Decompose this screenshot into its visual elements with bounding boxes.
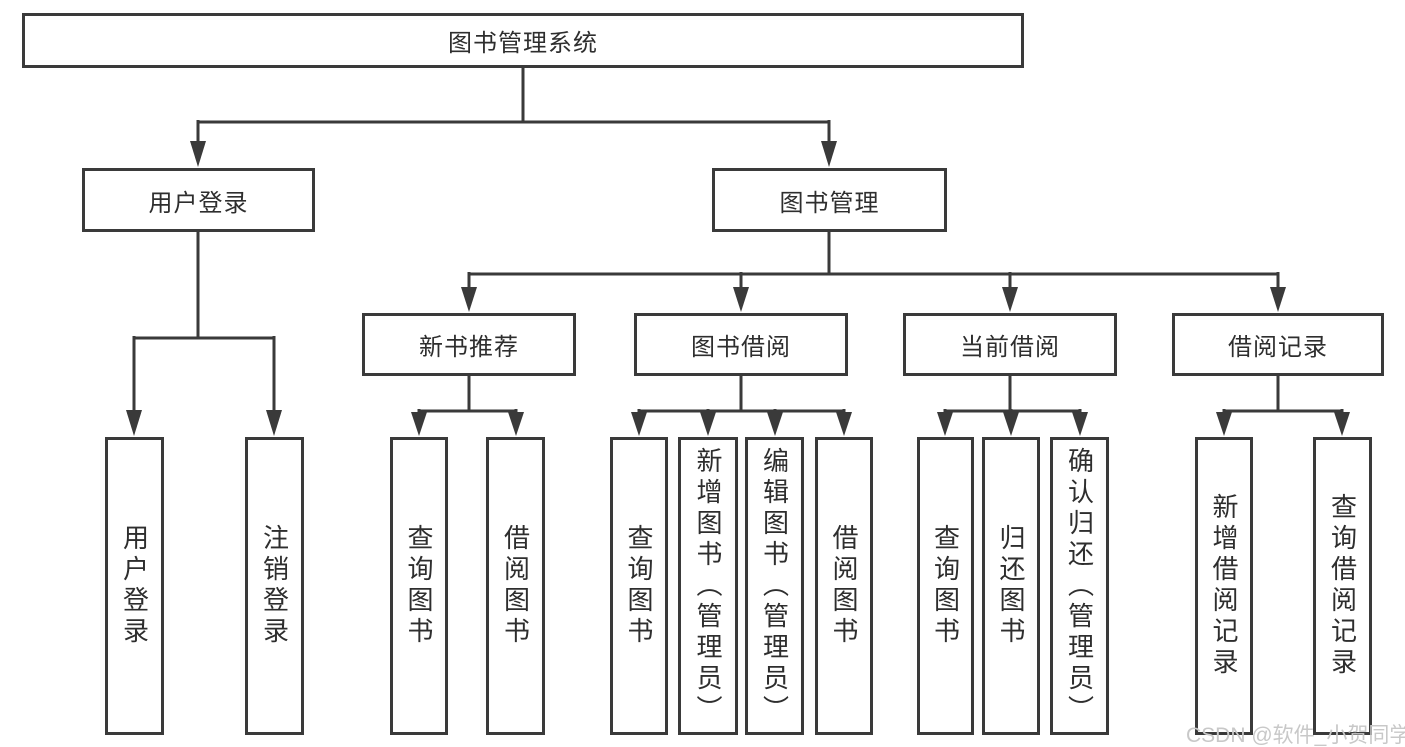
leaf-query-borrow-record: 查询借阅记录 (1313, 437, 1372, 735)
leaf-add-borrow-record: 新增借阅记录 (1195, 437, 1253, 735)
leaf-confirm-return-admin: 确认归还（管理员） (1050, 437, 1109, 735)
node-current-borrow: 当前借阅 (903, 313, 1117, 376)
leaf-edit-book-admin: 编辑图书（管理员） (745, 437, 804, 735)
node-library-management-system: 图书管理系统 (22, 13, 1024, 68)
leaf-borrow-books-recommend: 借阅图书 (486, 437, 545, 735)
leaf-borrow-books: 借阅图书 (815, 437, 873, 735)
node-book-borrow: 图书借阅 (634, 313, 848, 376)
node-borrow-record: 借阅记录 (1172, 313, 1384, 376)
leaf-add-book-admin: 新增图书（管理员） (678, 437, 738, 735)
leaf-query-books-current: 查询图书 (917, 437, 974, 735)
csdn-watermark: CSDN @软件_小贺同学 (1186, 724, 1405, 747)
node-user-login: 用户登录 (82, 168, 315, 232)
leaf-logout: 注销登录 (245, 437, 304, 735)
node-new-book-recommend: 新书推荐 (362, 313, 576, 376)
node-book-management: 图书管理 (712, 168, 947, 232)
leaf-return-book: 归还图书 (982, 437, 1040, 735)
leaf-query-books-recommend: 查询图书 (390, 437, 448, 735)
leaf-user-login: 用户登录 (105, 437, 164, 735)
arrowheads (126, 141, 1350, 436)
leaf-query-books-borrow: 查询图书 (610, 437, 668, 735)
